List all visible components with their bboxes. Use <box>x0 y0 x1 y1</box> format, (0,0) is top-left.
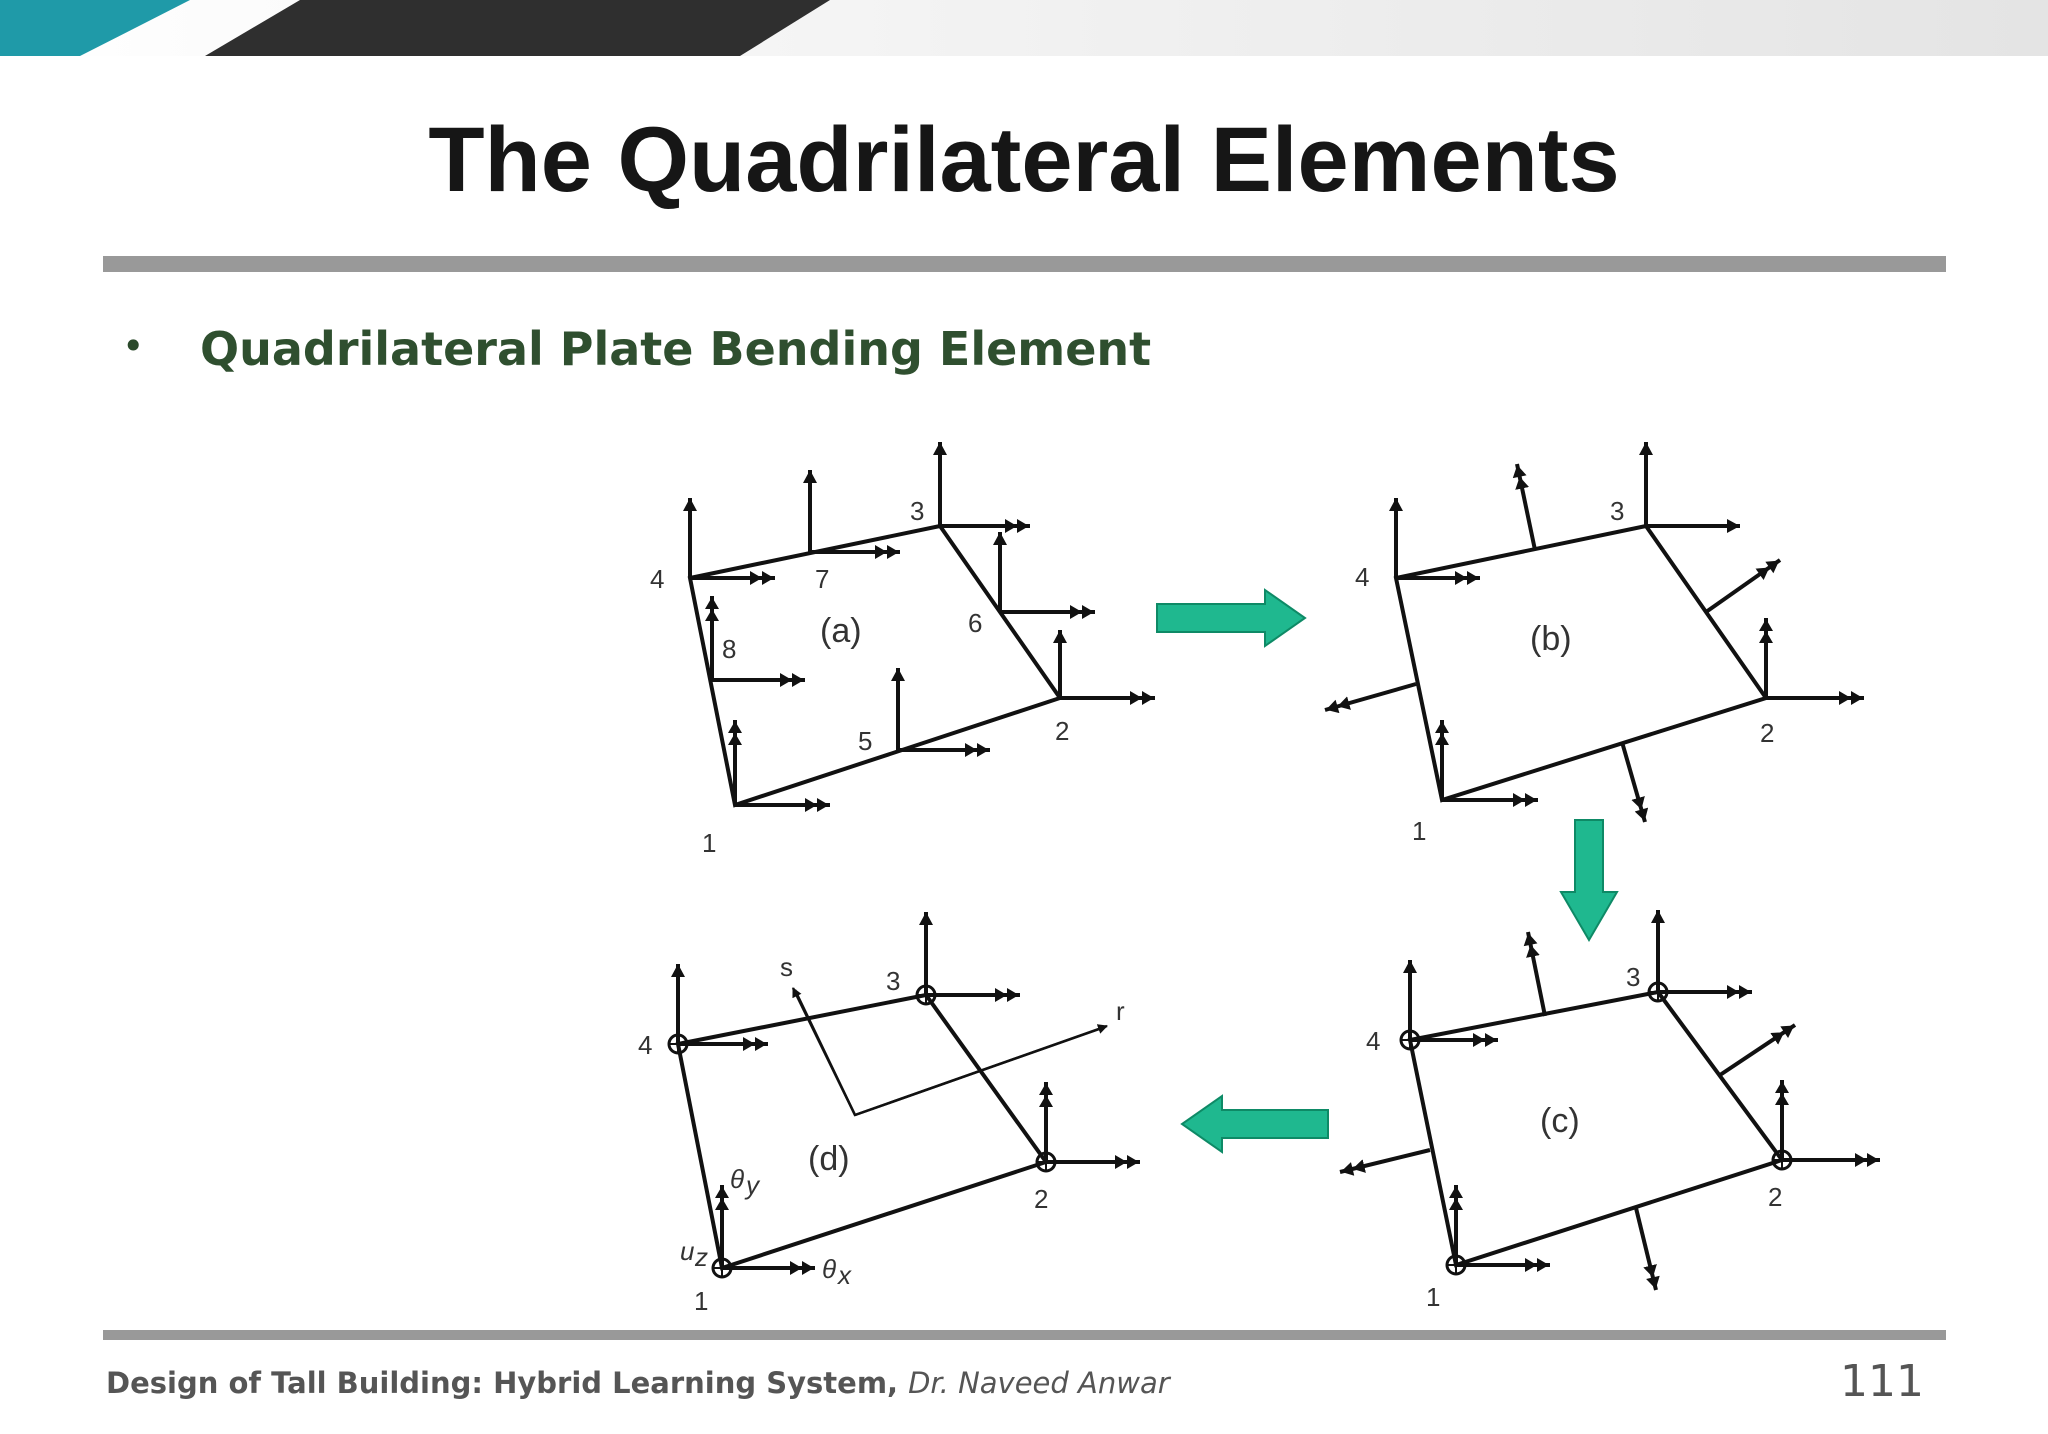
footer-author: Dr. Naveed Anwar <box>908 1366 1170 1400</box>
uz-label: u <box>680 1236 694 1266</box>
node-label: 4 <box>650 564 664 594</box>
node-label: 5 <box>858 726 872 756</box>
node-label: 4 <box>1355 562 1369 592</box>
panel-d-quad <box>675 992 1050 1271</box>
bullet-marker: • <box>122 324 145 368</box>
theta-x-subscript: x <box>836 1260 852 1290</box>
teal-stripe <box>0 0 190 56</box>
top-banner <box>0 0 2048 56</box>
footer-divider <box>103 1330 1946 1340</box>
slide-title: The Quadrilateral Elements <box>428 109 1620 211</box>
panel-a-caption: (a) <box>820 612 862 650</box>
theta-y-label: θ <box>730 1164 744 1194</box>
node-label: 7 <box>815 564 829 594</box>
panel-b-quad <box>1393 523 1770 803</box>
panel-c <box>1339 910 1880 1291</box>
panel-c-quad <box>1407 989 1786 1268</box>
panel-b-caption: (b) <box>1530 620 1572 658</box>
node-label: 2 <box>1768 1182 1782 1212</box>
title-divider <box>103 256 1946 272</box>
dark-stripe <box>205 0 830 56</box>
panel-a-quad <box>687 523 1064 808</box>
panel-d-caption: (d) <box>808 1140 850 1178</box>
node-label: 6 <box>968 608 982 638</box>
bullet-heading: Quadrilateral Plate Bending Element <box>200 322 1152 376</box>
node-label: 2 <box>1055 716 1069 746</box>
node-label: 4 <box>1366 1026 1380 1056</box>
panel-c-caption: (c) <box>1540 1102 1580 1140</box>
node-label: 3 <box>910 496 924 526</box>
flow-arrow-left <box>1180 1094 1329 1154</box>
node-label: 8 <box>722 634 736 664</box>
axis-r-label: r <box>1116 996 1125 1026</box>
uz-subscript: z <box>694 1242 708 1272</box>
panel-b <box>1324 442 1864 823</box>
node-label: 1 <box>694 1286 708 1316</box>
node-label: 1 <box>1412 816 1426 846</box>
node-label: 1 <box>702 828 716 858</box>
panel-d <box>667 912 1140 1279</box>
axis-s-label: s <box>780 952 793 982</box>
node-label: 3 <box>1626 962 1640 992</box>
flow-arrow-right <box>1156 588 1307 648</box>
node-label: 2 <box>1034 1184 1048 1214</box>
node-label: 4 <box>638 1030 652 1060</box>
theta-y-subscript: y <box>744 1170 761 1200</box>
node-label: 1 <box>1426 1282 1440 1312</box>
node-label: 2 <box>1760 718 1774 748</box>
panel-a <box>683 442 1155 812</box>
page-number: 111 <box>1840 1356 1924 1407</box>
node-label: 3 <box>886 966 900 996</box>
plate-element-figure: 4 7 3 6 2 5 8 1 (a) 4 3 2 1 (b) <box>638 442 1880 1316</box>
footer-course: Design of Tall Building: Hybrid Learning… <box>106 1366 899 1400</box>
flow-arrow-down <box>1559 819 1619 942</box>
footer-credits: Design of Tall Building: Hybrid Learning… <box>106 1366 1170 1400</box>
theta-x-label: θ <box>822 1254 836 1284</box>
node-label: 3 <box>1610 496 1624 526</box>
